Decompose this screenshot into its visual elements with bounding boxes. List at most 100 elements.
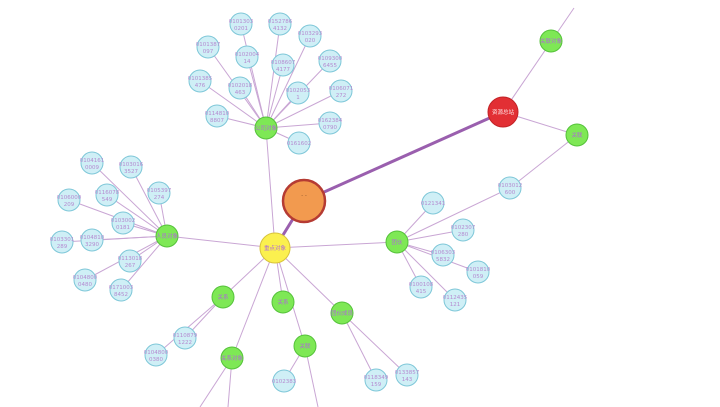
leaf-label: 0110879 xyxy=(173,333,198,339)
hub-node[interactable]: 关联 xyxy=(565,123,589,147)
hub-node[interactable]: 关联 xyxy=(293,334,317,358)
hub-label: 关联 xyxy=(299,342,311,350)
leaf-label: 0162384 xyxy=(318,118,343,124)
leaf-label: 0102307 xyxy=(451,225,476,231)
leaf-label: 0112435 xyxy=(443,295,468,301)
leaf-node[interactable]: 0102383 xyxy=(272,369,297,393)
hub-node-top[interactable]: 公司对象 xyxy=(254,116,278,140)
hub-node[interactable]: 关联对象 xyxy=(539,29,563,53)
leaf-label: 0103012 xyxy=(498,183,523,189)
leaf-label: 143 xyxy=(402,377,413,383)
leaf-label: 0103301 xyxy=(50,237,75,243)
edge xyxy=(166,235,276,249)
leaf-label: 0106303 xyxy=(431,250,456,256)
leaf-label: 0101387 xyxy=(196,42,221,48)
leaf-label: 0201 xyxy=(234,26,248,32)
leaf-label: 0114810 xyxy=(205,111,230,117)
leaf-label: 4177 xyxy=(276,67,290,73)
hub-label: 关系 xyxy=(217,293,229,301)
leaf-label: 8807 xyxy=(210,118,224,124)
leaf-label: 0102018 xyxy=(228,83,253,89)
leaf-label: 0181 xyxy=(116,225,130,231)
edge xyxy=(274,241,398,249)
leaf-label: 4132 xyxy=(273,26,287,32)
star-label: 资源总站 xyxy=(492,108,515,116)
leaf-label: 020 xyxy=(305,38,316,44)
leaf-label: 0109300 xyxy=(318,56,343,62)
leaf-label: 121 xyxy=(450,302,461,308)
leaf-label: 0161602 xyxy=(287,141,312,147)
leaf-label: 0113018 xyxy=(118,256,143,262)
leaf-label: 0121341 xyxy=(421,201,446,207)
leaf-label: 1 xyxy=(296,95,300,101)
hub-label: 人员对象 xyxy=(156,232,179,240)
leaf-label: 0108607 xyxy=(271,60,296,66)
leaf-label: 289 xyxy=(57,244,68,250)
leaf-label: 1222 xyxy=(178,340,192,346)
leaf-label: 097 xyxy=(203,49,214,55)
leaf-label: 059 xyxy=(473,274,484,280)
leaf-label: 0133857 xyxy=(395,370,420,376)
leaf-label: 0101303 xyxy=(229,19,254,25)
hub-label: 团伙成员 xyxy=(331,309,354,317)
hub-node[interactable]: 关系 xyxy=(271,290,295,314)
leaf-label: 0009 xyxy=(85,165,99,171)
leaf-label: 0100108 xyxy=(409,282,434,288)
leaf-label: 0104800 xyxy=(73,275,98,281)
leaf-label: 0480 xyxy=(78,282,92,288)
star-node[interactable]: 资源总站 xyxy=(487,96,519,128)
leaf-label: 3290 xyxy=(85,242,99,248)
leaf-label: 0101810 xyxy=(466,267,491,273)
leaf-node[interactable]: 0121341 xyxy=(421,191,446,215)
center-node[interactable]: 重点对象 xyxy=(259,232,291,264)
hub-node-left[interactable]: 人员对象 xyxy=(155,224,179,248)
leaf-node[interactable]: 0161602 xyxy=(287,131,312,155)
leaf-label: 0102053 xyxy=(286,88,311,94)
leaf-label: 5832 xyxy=(436,257,450,263)
hub-node[interactable]: 关系对象 xyxy=(220,346,244,370)
hub-node-right[interactable]: 团伙 xyxy=(385,230,409,254)
hub-label: 关联对象 xyxy=(540,37,563,45)
leaf-label: 0103293 xyxy=(298,31,323,37)
edge xyxy=(509,134,578,189)
hub-node[interactable]: 团伙成员 xyxy=(330,301,354,325)
focus-node[interactable]: · · xyxy=(281,178,327,224)
edge xyxy=(396,187,511,243)
leaf-label: 0116078 xyxy=(95,190,120,196)
hub-node[interactable]: 关系 xyxy=(211,285,235,309)
